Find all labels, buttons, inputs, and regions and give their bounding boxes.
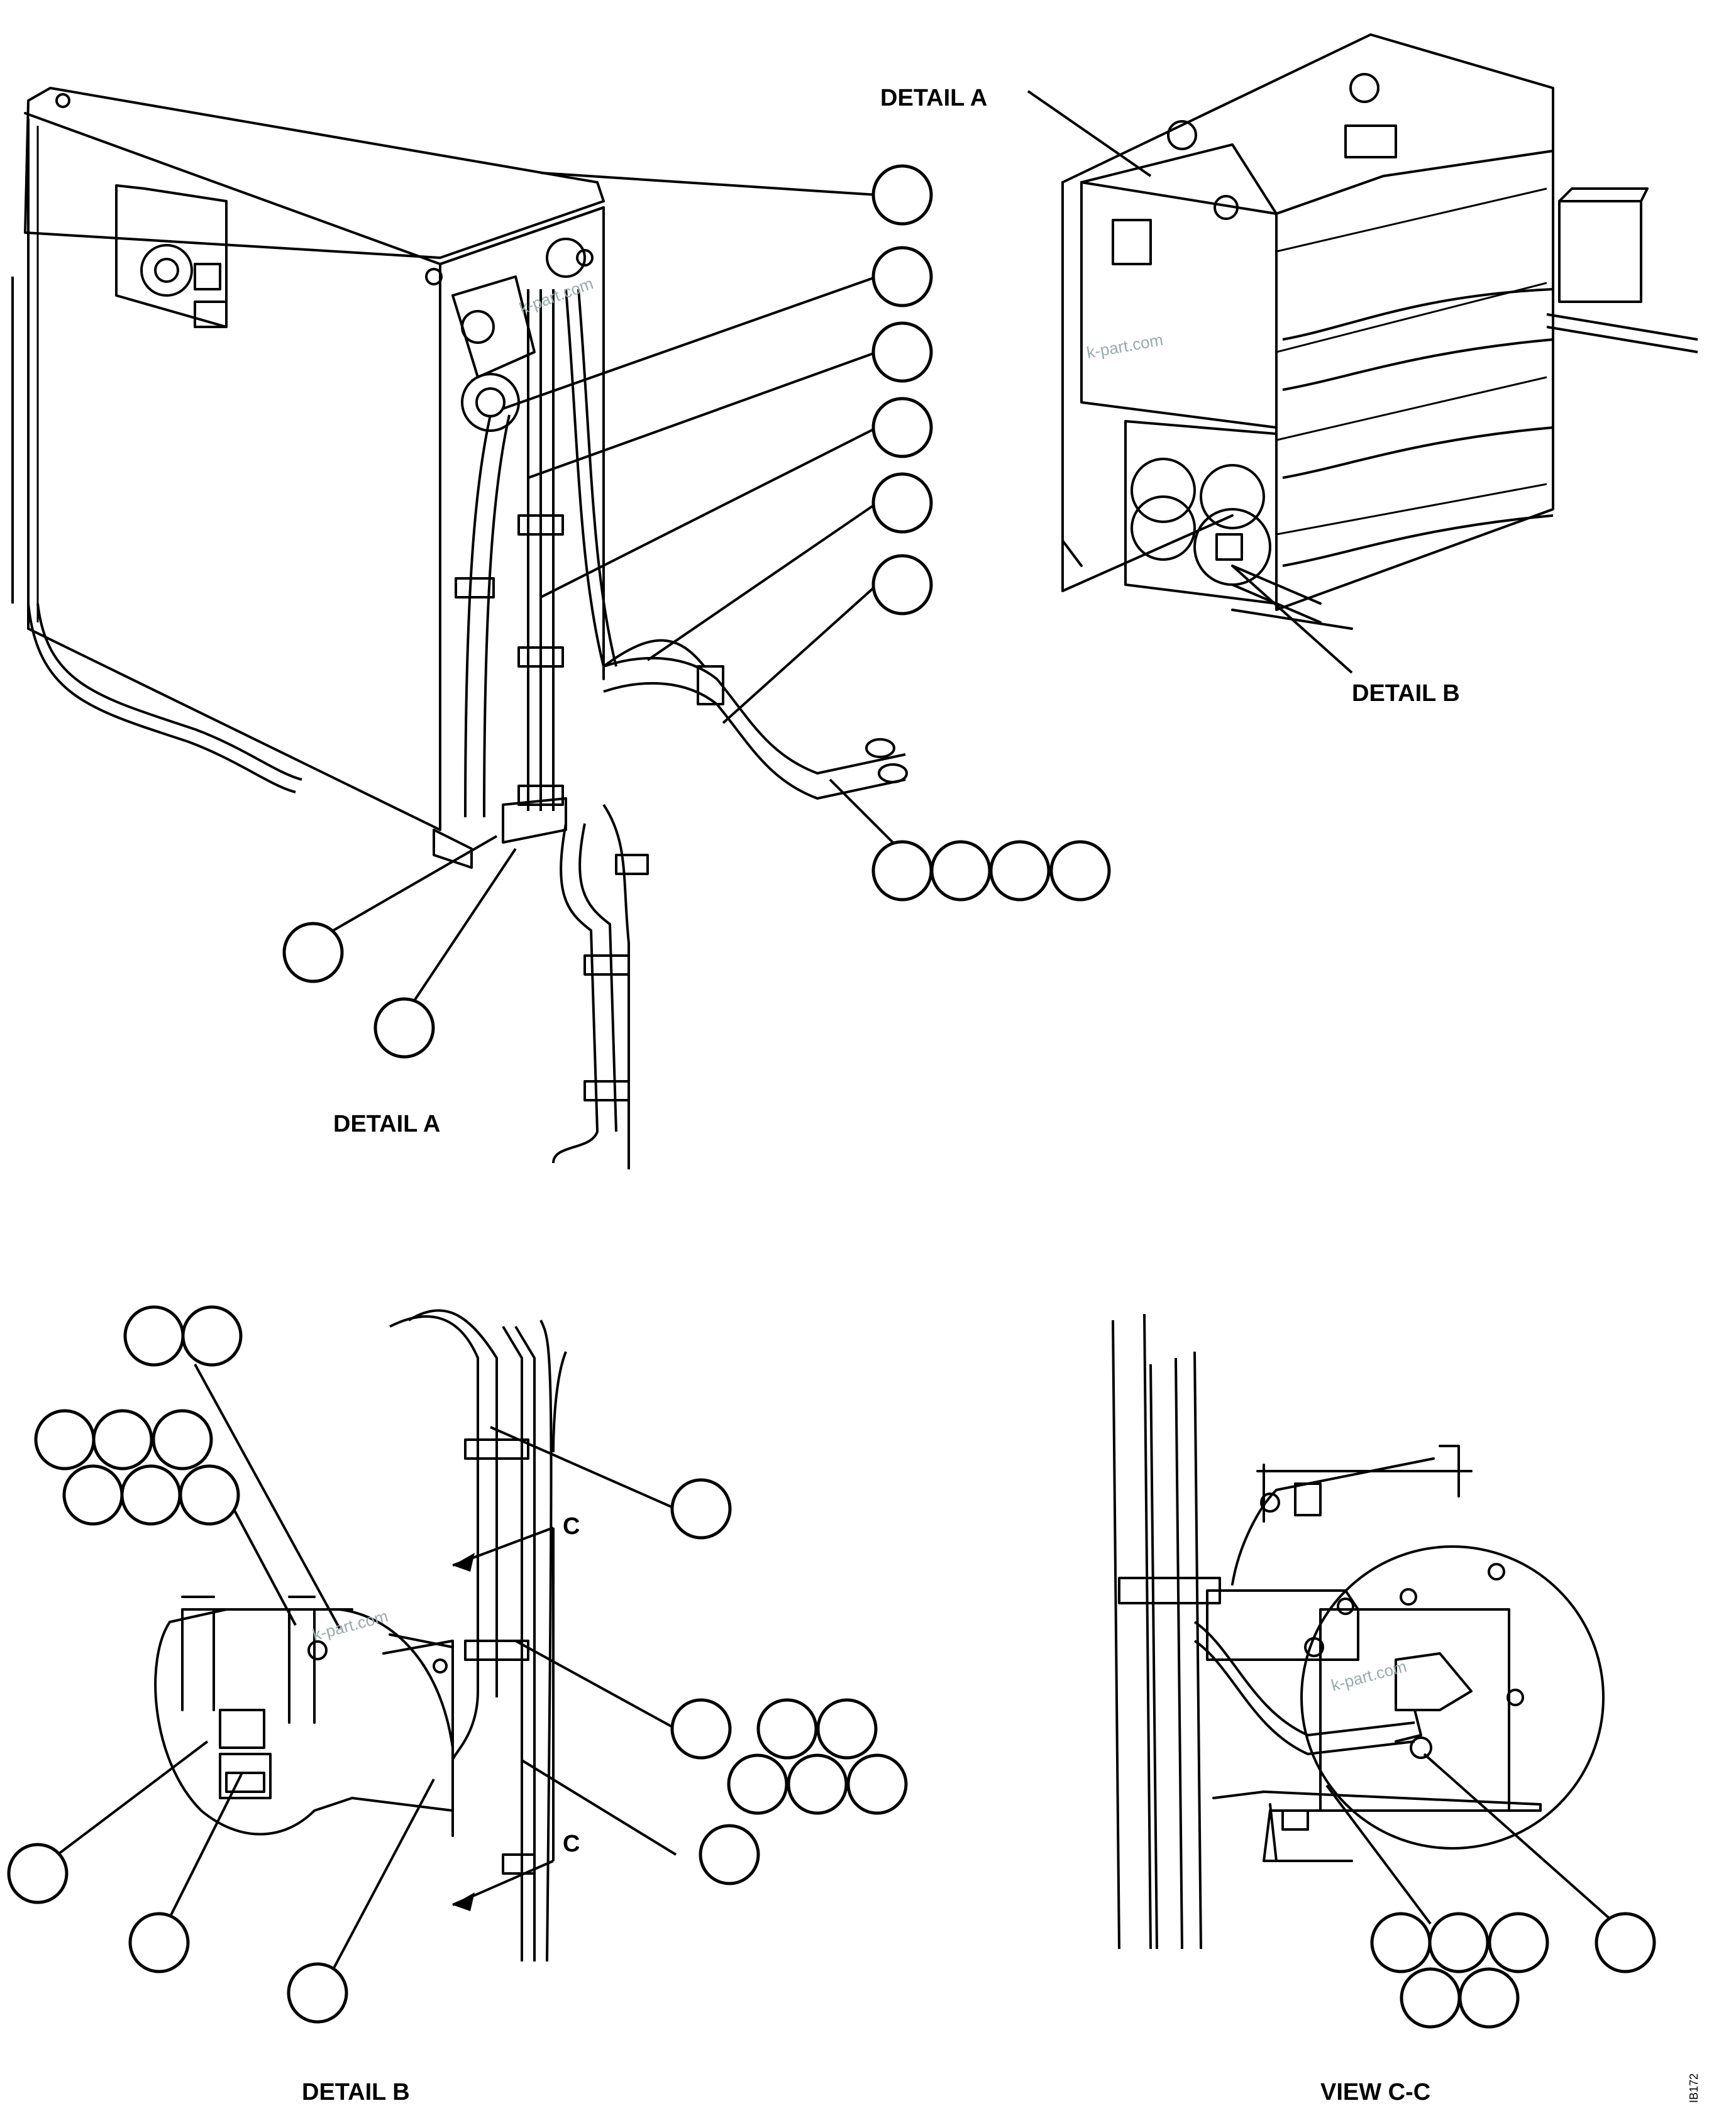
drawing-id: IB172: [1688, 2073, 1700, 2103]
label-detail-a-top: DETAIL A: [880, 85, 987, 111]
section-c-upper: C: [563, 1513, 580, 1540]
label-detail-b-bottom: DETAIL B: [302, 2079, 410, 2105]
label-detail-b-right: DETAIL B: [1352, 680, 1460, 707]
watermark-1: k-part.com: [517, 273, 596, 317]
callouts-detail-b: [7, 1305, 908, 2024]
label-view-cc: VIEW C-C: [1320, 2079, 1430, 2105]
section-c-lower: C: [563, 1831, 580, 1857]
leaders-view-cc: [1325, 1753, 1620, 1928]
view-cc-assembly: [1112, 1313, 1605, 1950]
detail-b-assembly: [154, 1309, 567, 1962]
leaders-overview: [1027, 90, 1353, 674]
watermark-2: k-part.com: [1085, 330, 1164, 362]
callouts-main: [282, 164, 1111, 1059]
label-detail-a-bottom: DETAIL A: [333, 1111, 440, 1137]
leaders-main: [333, 172, 900, 1001]
callouts-view-cc: [1370, 1912, 1656, 2029]
cabinet-assembly-overview: [1061, 33, 1698, 630]
leaders-detail-b: [52, 1364, 677, 1994]
cabinet-assembly-main: [11, 87, 908, 1169]
